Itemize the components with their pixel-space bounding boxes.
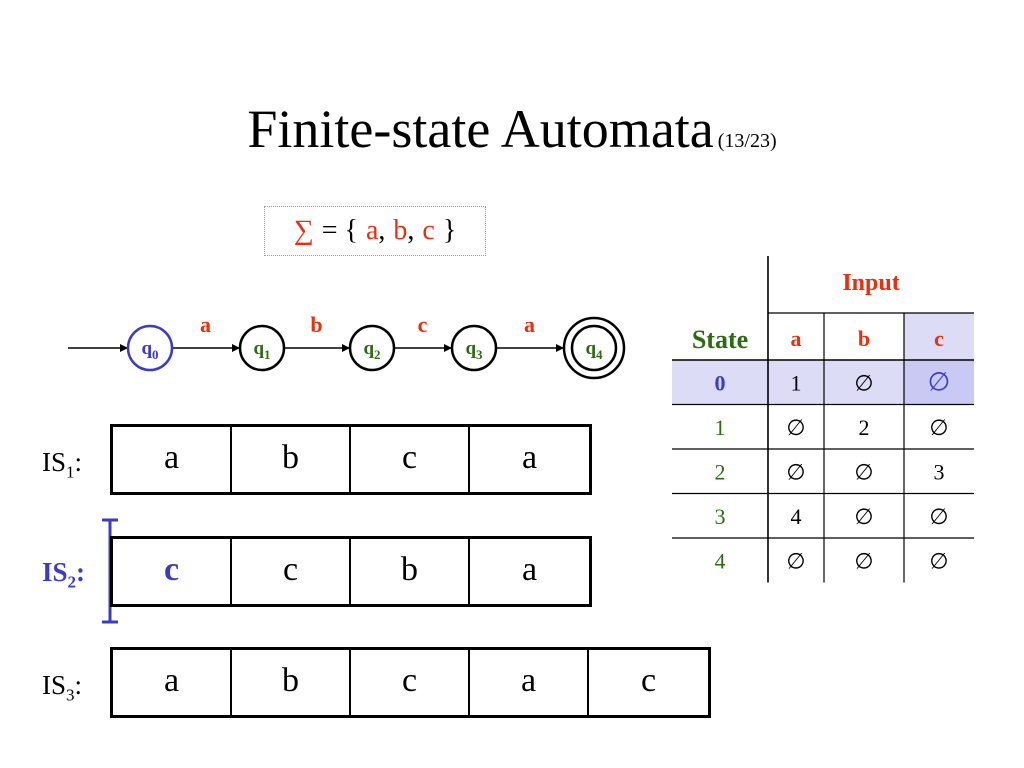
- table-cell: ∅: [786, 548, 805, 573]
- tape-cell: a: [113, 650, 232, 715]
- tape-cell: b: [351, 539, 470, 604]
- table-cell: ∅: [854, 370, 873, 395]
- alphabet-close: }: [442, 215, 457, 246]
- input-header: Input: [842, 270, 899, 296]
- slide-title: Finite-state Automata (13/23): [0, 98, 1024, 160]
- symbol-header-c: c: [934, 326, 944, 351]
- state-node-q3: q3: [450, 324, 498, 372]
- tape-cell: a: [521, 439, 538, 476]
- sigma-symbol: ∑: [293, 215, 314, 246]
- tape-cell: a: [113, 427, 232, 492]
- state-header: State: [692, 325, 748, 354]
- table-cell: 4: [791, 504, 802, 529]
- table-cell: 1: [791, 370, 802, 395]
- transition-label: a: [200, 312, 211, 337]
- is2-label: IS2:: [42, 557, 86, 592]
- state-value-1: 1: [715, 415, 726, 440]
- is3-label: IS3:: [42, 670, 83, 705]
- state-value-4: 4: [715, 548, 726, 573]
- state-node-q0: q0: [126, 324, 174, 372]
- slide-counter: (13/23): [717, 130, 777, 152]
- symbol-header-b: b: [858, 326, 870, 351]
- symbol-header-a: a: [791, 326, 802, 351]
- table-cell: ∅: [929, 548, 948, 573]
- tape-cell: a: [521, 551, 538, 588]
- tape-cell: c: [113, 539, 232, 604]
- automaton-diagram: a b c a q0 q1 q2 q3 q4: [68, 312, 626, 380]
- table-cell: ∅: [854, 504, 873, 529]
- state-value-2: 2: [715, 459, 726, 484]
- tape-cell: c: [640, 662, 657, 699]
- title-text: Finite-state Automata: [247, 99, 714, 159]
- state-value-3: 3: [715, 504, 726, 529]
- transition-label: c: [418, 312, 428, 337]
- table-cell: ∅: [929, 504, 948, 529]
- alphabet-symbol-b: b: [393, 215, 408, 246]
- alphabet-comma: ,: [378, 215, 386, 246]
- tape-cell: c: [351, 650, 470, 715]
- tape-cell: c: [351, 427, 470, 492]
- tape-cell: a: [470, 650, 589, 715]
- table-cell: ∅: [786, 459, 805, 484]
- table-cell: 2: [859, 415, 870, 440]
- table-cell: ∅: [854, 459, 873, 484]
- alphabet-comma: ,: [407, 215, 415, 246]
- state-node-q4: q4: [562, 316, 626, 380]
- table-cell: 3: [934, 459, 945, 484]
- alphabet-open: = {: [321, 215, 358, 246]
- state-value-0: 0: [715, 370, 726, 395]
- table-cell: ∅: [928, 367, 951, 396]
- highlight-cell: [904, 360, 974, 405]
- table-cell: ∅: [854, 548, 873, 573]
- is1-label: IS1:: [42, 447, 83, 482]
- transition-label: a: [524, 312, 535, 337]
- highlight-column-header: [904, 313, 974, 360]
- state-node-q2: q2: [348, 324, 396, 372]
- table-cell: ∅: [929, 415, 948, 440]
- tape-cell: c: [232, 539, 351, 604]
- table-cell: ∅: [786, 415, 805, 440]
- alphabet-symbol-c: c: [422, 215, 435, 246]
- alphabet-box: ∑ = { a, b, c }: [264, 206, 486, 256]
- tape-cell: b: [232, 427, 351, 492]
- transition-label: b: [310, 312, 322, 337]
- state-node-q1: q1: [238, 324, 286, 372]
- alphabet-symbol-a: a: [365, 215, 379, 246]
- tape-cell: b: [232, 650, 351, 715]
